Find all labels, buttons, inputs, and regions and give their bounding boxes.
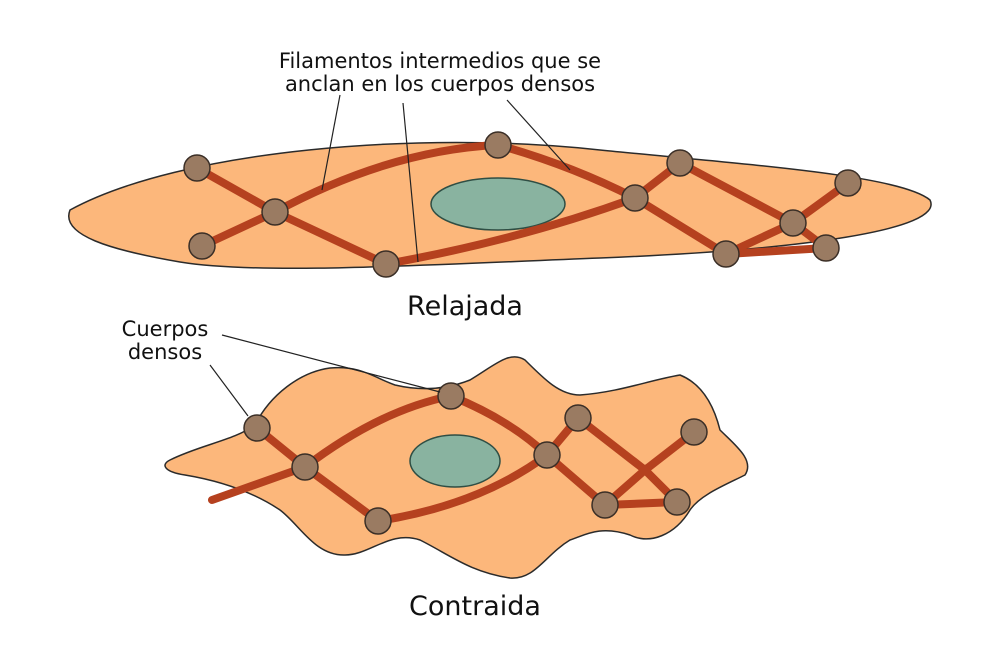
- dense-body: [437, 382, 465, 410]
- contracted-dense-bodies: [243, 382, 708, 535]
- dense-body: [712, 240, 740, 268]
- relaxed-cell: [67, 131, 932, 278]
- dense-body: [533, 441, 561, 469]
- dense-body: [188, 232, 216, 260]
- dense-body: [663, 488, 691, 516]
- dense-body: [779, 209, 807, 237]
- leader-line: [209, 364, 249, 417]
- filaments-label: Filamentos intermedios que se anclan en …: [230, 50, 650, 96]
- dense-body: [564, 404, 592, 432]
- dense-body: [183, 154, 211, 182]
- dense-body: [812, 234, 840, 262]
- contracted-label: Contraida: [409, 591, 541, 622]
- dense-body: [291, 453, 319, 481]
- leader-line: [321, 94, 341, 191]
- dense-body: [243, 414, 271, 442]
- dense-bodies-label: Cuerpos densos: [100, 318, 230, 364]
- dense-body: [591, 491, 619, 519]
- dense-bodies-label-line1: Cuerpos: [121, 317, 209, 341]
- dense-body: [261, 198, 289, 226]
- leader-line: [506, 99, 571, 171]
- leader-line: [402, 102, 419, 263]
- dense-body: [372, 250, 400, 278]
- dense-body: [621, 184, 649, 212]
- relaxed-dense-bodies: [183, 131, 862, 278]
- leader-lines: [209, 94, 571, 417]
- dense-body: [666, 149, 694, 177]
- filaments-label-line2: anclan en los cuerpos densos: [284, 72, 596, 96]
- dense-bodies-label-line2: densos: [127, 340, 203, 364]
- leader-line: [221, 334, 441, 393]
- contracted-cell: [164, 356, 749, 579]
- dense-body: [364, 507, 392, 535]
- contracted-nucleus: [409, 434, 501, 488]
- dense-body: [834, 169, 862, 197]
- dense-body: [680, 418, 708, 446]
- relaxed-nucleus: [430, 177, 566, 231]
- dense-body: [484, 131, 512, 159]
- relaxed-label: Relajada: [407, 291, 523, 322]
- filaments-label-line1: Filamentos intermedios que se: [278, 49, 602, 73]
